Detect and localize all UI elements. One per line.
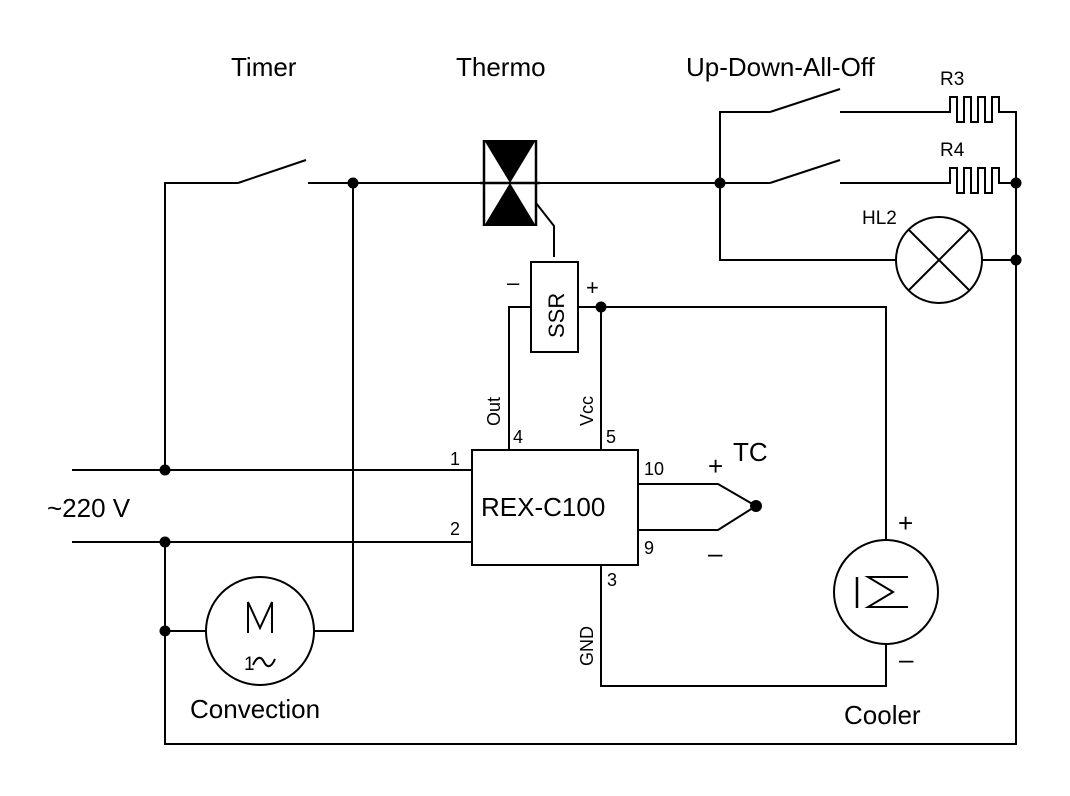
resistor-r3 — [945, 96, 1006, 123]
tc-label: TC — [733, 437, 768, 467]
gate-wire — [535, 202, 555, 257]
lamp-branch — [719, 183, 1016, 261]
cooler-minus-label: – — [899, 644, 914, 674]
convection-motor — [205, 576, 315, 686]
pin9-label: 9 — [644, 538, 654, 558]
mains-label: ~220 V — [47, 493, 131, 523]
ssr-plus-label: + — [586, 275, 599, 300]
gnd-label: GND — [577, 626, 597, 666]
ssr-out-wire — [508, 306, 531, 450]
convection-wire — [314, 183, 354, 632]
cooler-label: Cooler — [844, 700, 921, 730]
thermocouple-junction — [750, 500, 762, 512]
pin5-label: 5 — [606, 427, 616, 447]
r4-label: R4 — [940, 140, 965, 161]
lamp-hl2 — [895, 216, 983, 304]
ssr-label: SSR — [544, 293, 569, 338]
pin2-label: 2 — [450, 519, 460, 539]
tc-plus-label: + — [708, 451, 723, 481]
gnd-wire — [600, 565, 887, 687]
controller-box — [471, 449, 639, 566]
hl2-label: HL2 — [862, 208, 897, 229]
out-label: Out — [484, 397, 504, 426]
controller-label: REX-C100 — [481, 492, 605, 522]
pin10-label: 10 — [644, 459, 664, 479]
r3-label: R3 — [940, 69, 964, 90]
tc-lead-plus — [638, 483, 757, 507]
pin3-label: 3 — [607, 570, 617, 590]
motor-phase-label: 1 — [244, 654, 255, 675]
resistor-r4 — [945, 167, 1006, 194]
thermo-label: Thermo — [456, 52, 546, 82]
triac-symbol — [480, 140, 540, 226]
wires — [72, 111, 1017, 745]
cooler-motor — [833, 539, 939, 645]
pin4-label: 4 — [513, 427, 523, 447]
updown-switch-bottom — [769, 159, 841, 184]
ssr-box — [530, 261, 579, 353]
timer-switch — [237, 159, 307, 184]
updown-label: Up-Down-All-Off — [686, 52, 876, 82]
junctions — [159, 177, 1022, 637]
pin1-label: 1 — [450, 449, 460, 469]
tc-minus-label: – — [708, 538, 723, 568]
return-wire — [164, 111, 1017, 745]
timer-label: Timer — [231, 52, 297, 82]
convection-label: Convection — [190, 694, 320, 724]
cooler-plus-label: + — [898, 508, 913, 538]
updown-branch — [719, 111, 945, 260]
vcc-label: Vcc — [577, 396, 597, 426]
updown-switch-top — [769, 88, 841, 113]
ssr-vcc-wire — [578, 306, 887, 540]
ssr-minus-label: – — [507, 270, 520, 295]
tc-lead-minus — [638, 505, 757, 531]
